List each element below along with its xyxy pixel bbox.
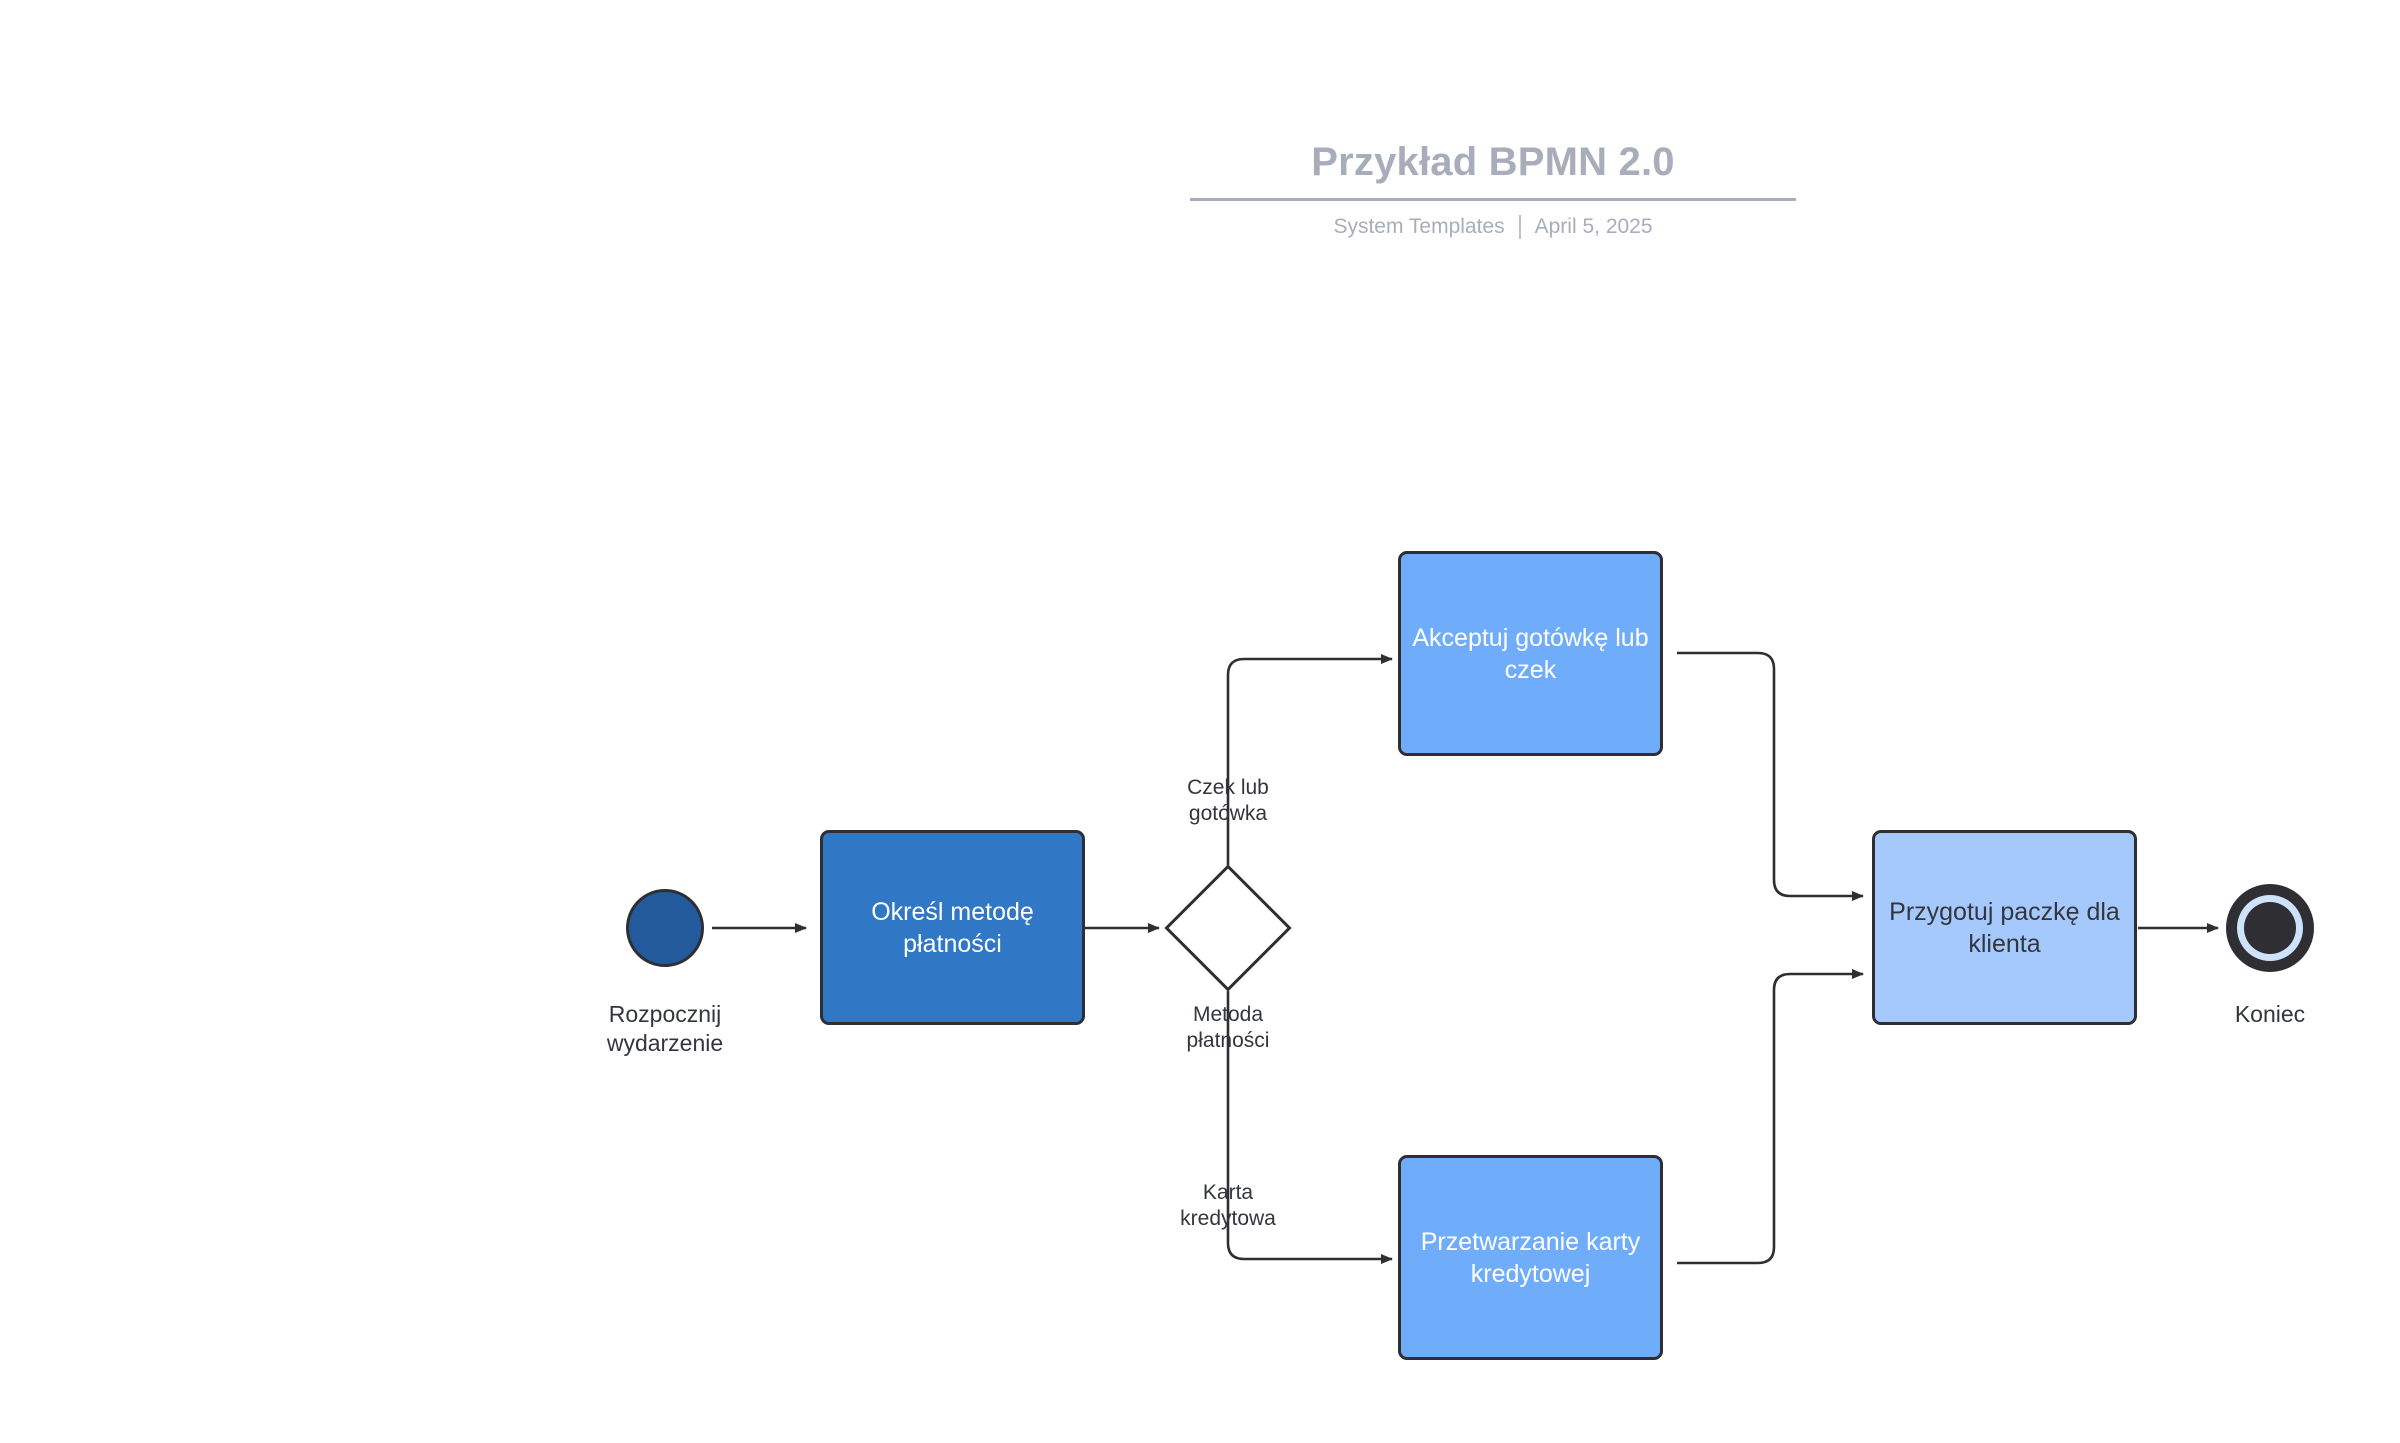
gateway-label: Metoda płatności xyxy=(1186,1003,1270,1053)
edge-label-credit-card: Karta kredytowa xyxy=(1180,1181,1276,1231)
task-accept-cash-or-check[interactable]: Akceptuj gotówkę lub czek xyxy=(1398,551,1663,756)
subtitle-date: April 5, 2025 xyxy=(1534,215,1653,238)
task-process-credit-card-label: Przetwarzanie karty kredytowej xyxy=(1420,1227,1641,1288)
title-divider xyxy=(1190,198,1796,201)
task-accept-cash-or-check-label: Akceptuj gotówkę lub czek xyxy=(1412,623,1649,684)
task-determine-payment-method-label: Określ metodę płatności xyxy=(871,897,1034,958)
document-header: Przykład BPMN 2.0 System Templates April… xyxy=(1190,140,1796,239)
task-process-credit-card[interactable]: Przetwarzanie karty kredytowej xyxy=(1398,1155,1663,1360)
start-event-label: Rozpocznij wydarzenie xyxy=(606,1001,724,1056)
end-event-node[interactable] xyxy=(2226,884,2314,972)
end-event-label: Koniec xyxy=(2234,1001,2306,1027)
end-event-core xyxy=(2244,902,2296,954)
edge-label-check-or-cash: Czek lub gotówka xyxy=(1187,776,1269,826)
edge-process-card-to-prepare xyxy=(1677,969,1864,1265)
document-subtitle: System Templates April 5, 2025 xyxy=(1190,215,1796,239)
subtitle-separator-icon xyxy=(1518,215,1521,239)
edge-gateway-to-accept-cash xyxy=(1226,654,1393,866)
task-prepare-package[interactable]: Przygotuj paczkę dla klienta xyxy=(1872,830,2137,1025)
task-prepare-package-label: Przygotuj paczkę dla klienta xyxy=(1889,897,2120,958)
end-event-inner-ring xyxy=(2237,895,2303,961)
subtitle-source: System Templates xyxy=(1333,215,1505,238)
page-title: Przykład BPMN 2.0 xyxy=(1311,140,1675,184)
task-determine-payment-method[interactable]: Określ metodę płatności xyxy=(820,830,1085,1025)
exclusive-gateway-payment-method[interactable] xyxy=(1164,864,1292,992)
start-event-node[interactable] xyxy=(626,889,704,967)
edge-accept-cash-to-prepare xyxy=(1677,651,1864,901)
